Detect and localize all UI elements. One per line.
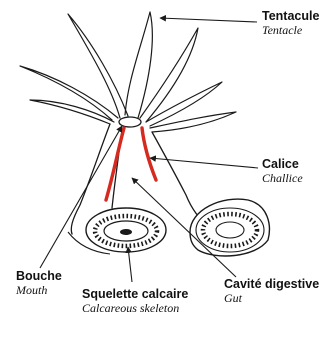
mouth-opening [119, 117, 141, 127]
tentacle-right-mid [146, 82, 222, 126]
skeleton-label: Squelette calcaire Calcareous skeleton [82, 288, 188, 315]
tentacle-right-low [150, 112, 236, 132]
tentacles [20, 12, 236, 132]
calice-label-fr: Calice [262, 158, 303, 172]
tentacle-left-mid [30, 100, 114, 124]
tentacle-label: Tentacule Tentacle [262, 10, 319, 37]
skeleton-right [190, 199, 269, 256]
tentacle-label-fr: Tentacule [262, 10, 319, 24]
tentacle-pointer [160, 18, 257, 22]
tentacle-center-top [125, 12, 152, 118]
skeleton-label-fr: Squelette calcaire [82, 288, 188, 302]
tentacle-label-en: Tentacle [262, 24, 319, 37]
mouth-label-fr: Bouche [16, 270, 62, 284]
calice-label-en: Challice [262, 172, 303, 185]
skeleton-label-en: Calcareous skeleton [82, 302, 188, 315]
calice-highlight [106, 128, 156, 200]
mouth-label-en: Mouth [16, 284, 62, 297]
mouth-label: Bouche Mouth [16, 270, 62, 297]
tentacle-left-long [20, 66, 118, 120]
calice-label: Calice Challice [262, 158, 303, 185]
cavity-label: Cavité digestive Gut [224, 278, 319, 305]
calice-pointer [150, 158, 258, 168]
cavity-label-fr: Cavité digestive [224, 278, 319, 292]
cavity-label-en: Gut [224, 292, 319, 305]
skeleton-center [86, 208, 166, 252]
